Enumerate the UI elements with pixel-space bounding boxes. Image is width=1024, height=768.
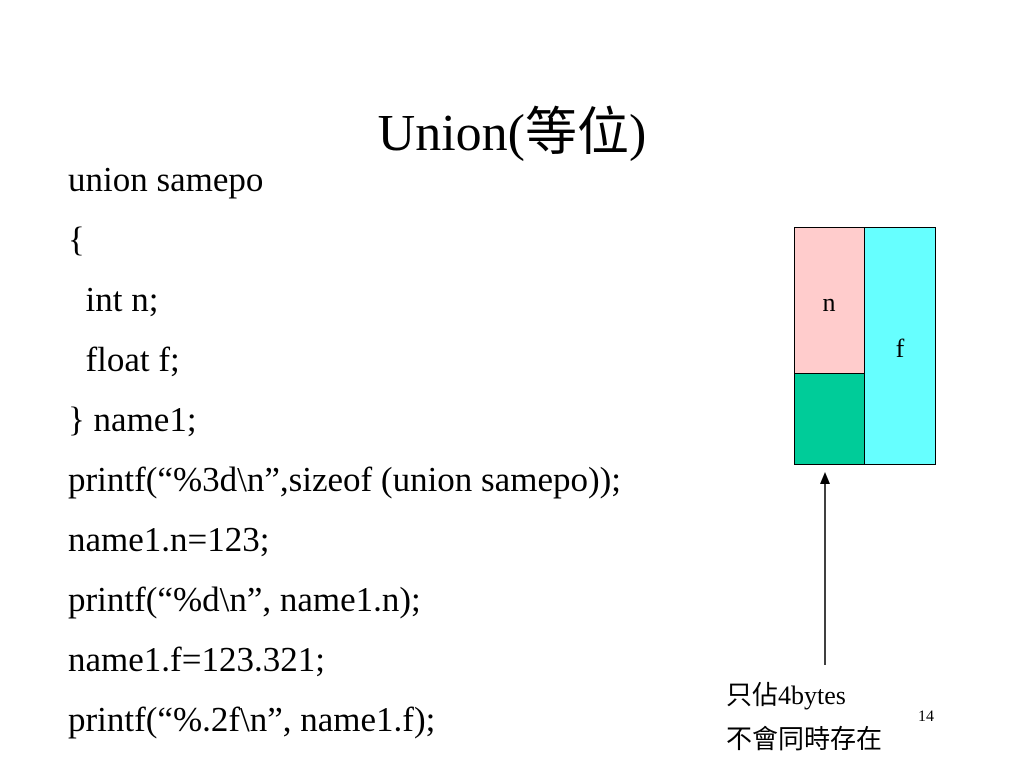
note-line: 只佔4bytes <box>726 681 846 710</box>
code-line: { <box>68 220 85 259</box>
code-line: float f; <box>68 340 180 379</box>
f-label: f <box>895 334 905 363</box>
code-line: printf(“%3d\n”,sizeof (union samepo)); <box>68 460 622 499</box>
up-arrow-icon <box>820 472 830 665</box>
n-label: n <box>822 288 836 317</box>
code-line: printf(“%d\n”, name1.n); <box>68 580 421 619</box>
slide-title: Union(等位) <box>377 105 647 162</box>
note-line: 不會同時存在 <box>726 725 883 754</box>
f-memory-box <box>864 227 936 465</box>
code-line: printf(“%.2f\n”, name1.f); <box>68 700 436 739</box>
n-memory-box <box>794 227 865 375</box>
code-line: } name1; <box>68 400 197 439</box>
code-line: union samepo <box>68 160 264 199</box>
code-line: name1.n=123; <box>68 520 270 559</box>
page-number: 14 <box>918 708 934 725</box>
code-line: int n; <box>68 280 159 319</box>
unused-memory-box <box>794 373 865 465</box>
code-line: name1.f=123.321; <box>68 640 325 679</box>
